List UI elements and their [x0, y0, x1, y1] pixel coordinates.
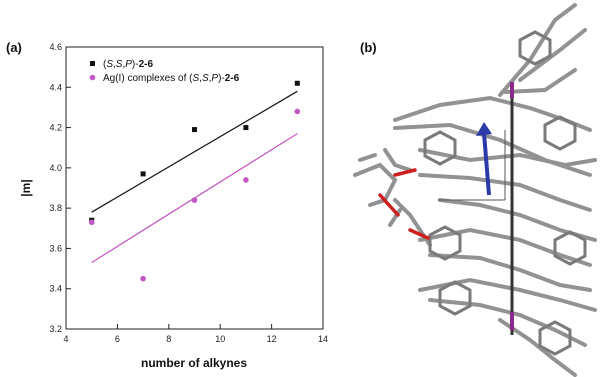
x-tick-label-3: 10: [215, 334, 225, 344]
legend-label-part: P: [125, 59, 132, 70]
dipole-vector-arrow: [482, 132, 491, 196]
legend-label-0: (S,S,P)-2-6: [103, 59, 153, 70]
legend-label-part: S: [116, 59, 123, 70]
data-points: [88, 80, 301, 282]
legend-label-part: Ag(I) complexes of (: [103, 73, 193, 84]
bond-network: [353, 3, 597, 377]
y-tick-label-2: 3.6: [49, 243, 62, 253]
x-axis-title: number of alkynes: [141, 356, 247, 370]
legend-label-part: P: [211, 73, 218, 84]
x-tick-label-4: 12: [267, 334, 277, 344]
point-series-0-1: [140, 171, 146, 177]
y-tick-label-5: 4.2: [49, 123, 62, 133]
legend-marker-0: [90, 61, 95, 66]
x-tick-label-2: 8: [166, 334, 171, 344]
x-axis: 4 6 8 10 12 14: [63, 324, 328, 344]
point-series-1-1: [140, 275, 146, 282]
legend-label-part: (: [103, 59, 107, 70]
legend-label-part: ,: [199, 73, 202, 84]
panel-label-b: (b): [360, 40, 377, 55]
y-tick-label-3: 3.8: [49, 203, 62, 213]
x-tick-label-0: 4: [63, 334, 68, 344]
y-axis: 3.2 3.4 3.6 3.8 4.0 4.2 4.4 4.6: [49, 42, 71, 334]
point-series-0-3: [243, 125, 249, 131]
chart-a: 4 6 8 10 12 14 3.2 3.4 3.6 3.8 4.0 4.2 4.4 4.6 numbe…: [19, 42, 328, 370]
legend-label-part: ,: [113, 59, 116, 70]
aromatic-rings: [423, 30, 587, 356]
dipole-vector-arrowhead: [476, 122, 492, 136]
point-series-1-4: [294, 108, 301, 115]
legend-label-part: )-: [218, 73, 225, 84]
point-series-1-2: [191, 197, 198, 203]
fit-lines: [91, 90, 298, 264]
legend-label-part: 2-6: [225, 73, 240, 84]
legend-label-1: Ag(I) complexes of (S,S,P)-2-6: [103, 73, 240, 84]
y-tick-label-4: 4.0: [49, 163, 62, 173]
point-series-1-3: [243, 177, 249, 183]
legend-label-part: S: [202, 73, 209, 84]
legend-label-part: S: [192, 73, 199, 84]
fit-line-series-0: [91, 90, 298, 213]
legend-label-part: ,: [122, 59, 125, 70]
y-tick-label-1: 3.4: [49, 284, 62, 294]
plot-frame: [65, 46, 324, 330]
x-tick-label-5: 14: [318, 334, 328, 344]
legend-label-part: )-: [132, 59, 139, 70]
y-axis-title: |m|: [19, 179, 33, 196]
y-tick-label-0: 3.2: [49, 324, 62, 334]
legend-label-part: S: [106, 59, 113, 70]
oxygen-bonds: [378, 168, 430, 240]
molecular-structure-illustration: [353, 3, 597, 377]
point-series-0-4: [294, 80, 300, 86]
y-tick-label-6: 4.4: [49, 82, 62, 92]
legend-label-part: 2-6: [139, 59, 154, 70]
y-tick-label-7: 4.6: [49, 42, 62, 52]
point-series-0-2: [192, 127, 197, 133]
legend-marker-1: [89, 74, 96, 81]
legend: (S,S,P)-2-6Ag(I) complexes of (S,S,P)-2-…: [89, 59, 240, 84]
point-series-1-0: [88, 219, 95, 226]
x-tick-label-1: 6: [115, 334, 120, 344]
panel-label-a: (a): [6, 40, 22, 55]
legend-label-part: ,: [209, 73, 212, 84]
